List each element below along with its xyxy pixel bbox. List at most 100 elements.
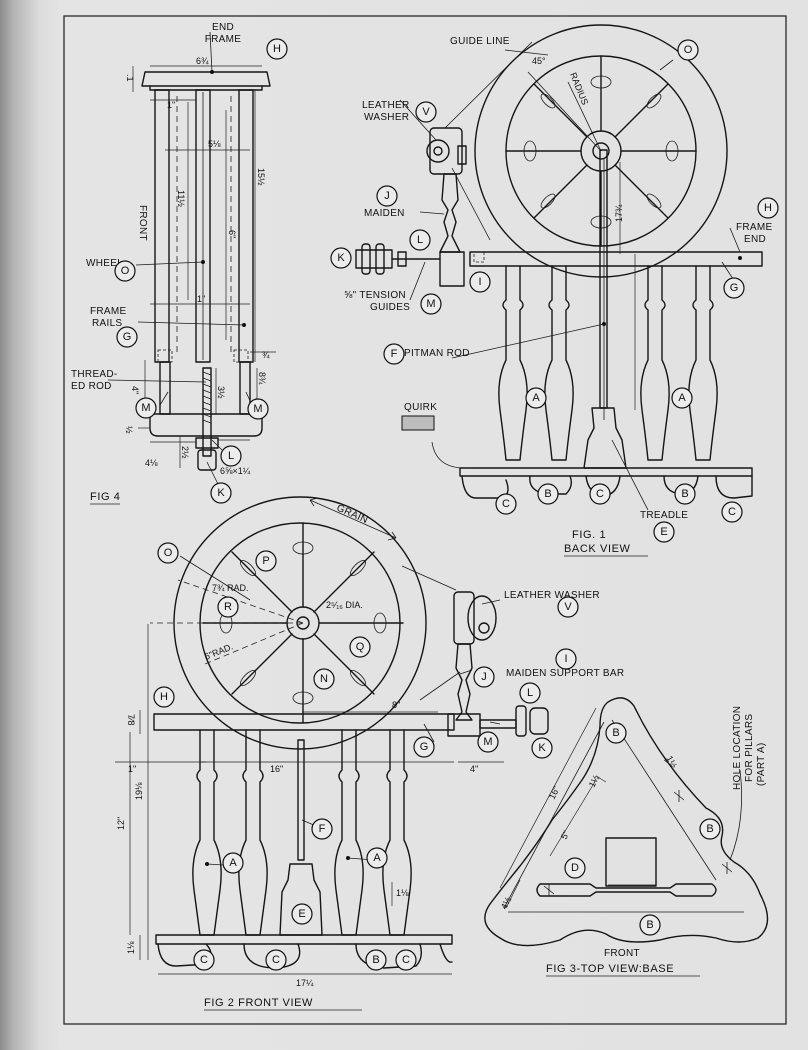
fig2-caption: FIG 2 FRONT VIEW <box>204 997 313 1009</box>
fig4-side-view: END FRAME WHEEL FRAME RAILS THREAD- ED R… <box>71 22 288 505</box>
fig2-dim-1-1-8-base: 1⅛ <box>126 941 136 954</box>
fig4-caption: FIG 4 <box>90 491 121 503</box>
fig2-dim-17-1-4: 17¼ <box>296 978 314 988</box>
svg-text:H: H <box>160 691 168 703</box>
fig2-dim-1-1-8-leg: 1⅛ <box>396 888 409 898</box>
svg-text:F: F <box>391 348 398 360</box>
fig1-bubble-e: E <box>653 521 675 543</box>
fig2-dia-label: 2⁵⁄₁₆ DIA. <box>326 600 363 610</box>
fig2-bubble-h: H <box>153 686 175 708</box>
fig3-bubble-b-bottom: B <box>639 914 661 936</box>
fig3-dim-1-1-2-a: 1½ <box>587 773 602 789</box>
svg-text:E: E <box>298 908 305 920</box>
fig3-caption: FIG 3-TOP VIEW:BASE <box>546 963 674 975</box>
fig1-leather-washer-label-1: LEATHER <box>362 100 409 111</box>
svg-text:G: G <box>730 282 739 294</box>
fig3-hole-location-3: (PART A) <box>756 742 767 786</box>
fig2-dim-19-1-8: 19⅛ <box>134 782 144 800</box>
fig3-top-view-base: 16" 5" 4½ 1½ 1½ HOLE LOCATION FOR PILLAR… <box>484 697 769 977</box>
fig1-caption-2: BACK VIEW <box>564 543 631 555</box>
fig1-bubble-c-2: C <box>589 483 611 505</box>
fig4-wheel-label: WHEEL <box>86 258 123 269</box>
fig1-bubble-g: G <box>723 277 745 299</box>
fig3-bubble-b-right: B <box>699 818 721 840</box>
fig3-bubble-d: D <box>564 857 586 879</box>
svg-text:I: I <box>478 276 481 288</box>
svg-text:A: A <box>532 392 540 404</box>
fig3-dim-1-1-2-b: 1½ <box>664 754 679 770</box>
svg-text:A: A <box>373 852 381 864</box>
svg-text:C: C <box>402 954 410 966</box>
fig2-bubble-e: E <box>291 903 313 925</box>
fig4-dim-5-1-8: 5⅛ <box>208 139 221 149</box>
fig1-quirk-label: QUIRK <box>404 402 437 413</box>
fig4-bubble-l: L <box>220 445 242 467</box>
fig4-end-frame-label-1: END <box>212 22 234 33</box>
svg-text:L: L <box>527 687 533 699</box>
fig1-bubble-c-1: C <box>495 493 517 515</box>
svg-text:J: J <box>384 190 390 202</box>
fig2-bubble-o: O <box>157 542 179 564</box>
fig4-bubble-h: H <box>266 38 288 60</box>
fig4-dim-3-1-2: 3½ <box>216 386 226 399</box>
fig2-bubble-n: N <box>313 668 335 690</box>
svg-text:V: V <box>422 106 430 118</box>
svg-text:C: C <box>596 488 604 500</box>
fig2-bubble-c-3: C <box>395 949 417 971</box>
fig3-bubble-b-top: B <box>605 722 627 744</box>
svg-text:A: A <box>229 857 237 869</box>
fig4-threaded-rod-label-1: THREAD- <box>71 369 118 380</box>
fig1-caption-1: FIG. 1 <box>572 529 606 541</box>
fig2-dim-4in: 4" <box>470 764 478 774</box>
svg-text:C: C <box>502 498 510 510</box>
fig4-bubble-g: G <box>116 326 138 348</box>
svg-text:E: E <box>660 526 667 538</box>
fig3-hole-location-2: FOR PILLARS <box>744 714 755 782</box>
fig4-dim-1-2: ½ <box>124 426 134 434</box>
fig4-threaded-rod-label-2: ED ROD <box>71 381 112 392</box>
fig4-frame-rails-label-1: FRAME <box>90 306 127 317</box>
fig1-bubble-k: K <box>330 247 352 269</box>
svg-text:I: I <box>564 653 567 665</box>
fig2-bubble-p: P <box>255 550 277 572</box>
fig2-bubble-a-right: A <box>366 847 388 869</box>
fig2-bubble-b: B <box>365 949 387 971</box>
fig4-dim-2-1-2: 2½ <box>180 446 190 459</box>
fig1-guide-line-label: GUIDE LINE <box>450 36 510 47</box>
svg-text:B: B <box>646 919 653 931</box>
svg-text:R: R <box>224 601 232 613</box>
fig1-tension-guides-label-2: GUIDES <box>370 302 410 313</box>
fig4-dim-rod: 6⅝×1¼ <box>220 466 251 476</box>
svg-text:C: C <box>200 954 208 966</box>
fig4-bubble-k: K <box>210 482 232 504</box>
fig1-bubble-a-right: A <box>671 387 693 409</box>
fig4-frame-rails-label-2: RAILS <box>92 318 122 329</box>
svg-text:M: M <box>483 736 492 748</box>
svg-text:B: B <box>544 488 551 500</box>
svg-text:J: J <box>481 671 487 683</box>
fig4-dim-4-1-8: 4⅛ <box>145 458 158 468</box>
fig2-bubble-m: M <box>477 731 499 753</box>
fig1-frame-end-label-2: END <box>744 234 766 245</box>
svg-text:F: F <box>319 823 326 835</box>
fig2-bubble-r: R <box>217 596 239 618</box>
svg-text:A: A <box>678 392 686 404</box>
svg-text:C: C <box>728 506 736 518</box>
fig1-bubble-c-3: C <box>721 501 743 523</box>
fig2-rad-7-label: 7¾ RAD. <box>212 583 249 593</box>
fig2-bubble-k: K <box>531 737 553 759</box>
fig4-dim-4in: 4" <box>130 386 140 394</box>
fig4-dim-3-4: ¾ <box>262 350 270 360</box>
fig2-grain-label: GRAIN <box>335 503 370 527</box>
sheet-border <box>63 15 787 1025</box>
svg-text:L: L <box>417 234 423 246</box>
fig2-bubble-j: J <box>473 666 495 688</box>
fig2-maiden-support-bar-label: MAIDEN SUPPORT BAR <box>506 668 624 679</box>
svg-text:H: H <box>764 202 772 214</box>
fig4-bubble-o: O <box>114 260 136 282</box>
svg-text:D: D <box>571 862 579 874</box>
fig4-dim-top: .1 <box>125 74 135 82</box>
svg-text:V: V <box>564 601 572 613</box>
fig2-bubble-v: V <box>557 596 579 618</box>
